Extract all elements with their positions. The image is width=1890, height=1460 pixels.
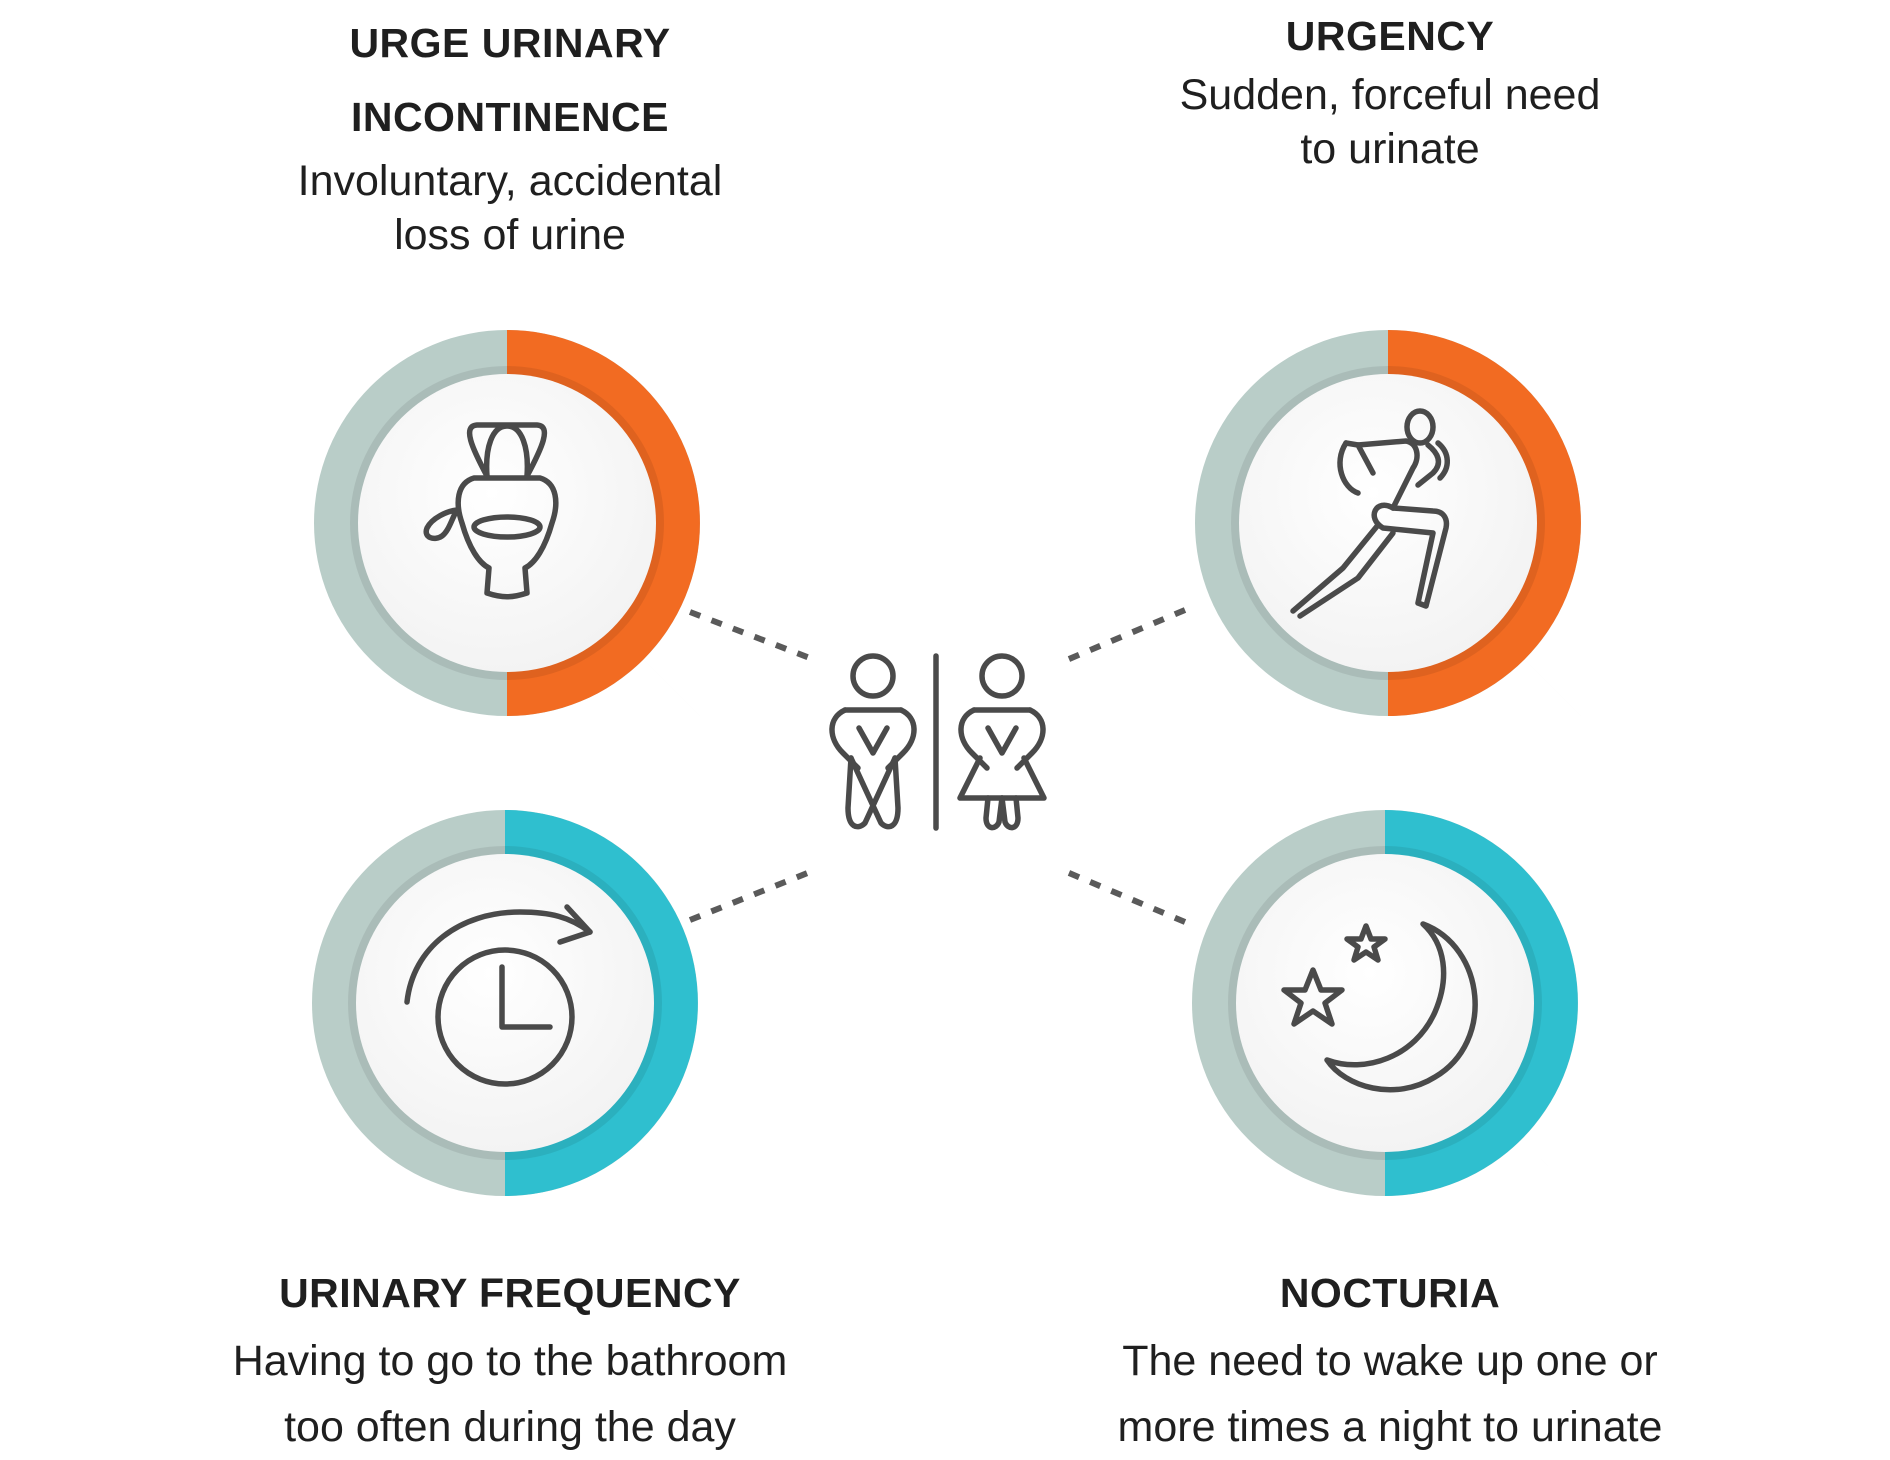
uui-desc-line1: Involuntary, accidental	[297, 157, 723, 205]
uui-title-line1: URGE URINARY	[349, 20, 671, 66]
urge-urinary-incontinence-label: URGE URINARY INCONTINENCE Involuntary, a…	[170, 6, 850, 262]
nocturia-desc-line1: The need to wake up one or	[1122, 1337, 1658, 1385]
urge-urinary-incontinence-face	[358, 374, 656, 672]
frequency-title: URINARY FREQUENCY	[279, 1270, 741, 1316]
nocturia-desc-line2: more times a night to urinate	[1117, 1403, 1663, 1451]
urinary-frequency-badge	[312, 810, 942, 1440]
connector-urgency	[1060, 607, 1187, 665]
urgency-badge	[1195, 330, 1825, 960]
urinary-frequency-face	[356, 854, 654, 1152]
toilet-leak-icon	[423, 422, 559, 600]
urge-urinary-incontinence-badge	[314, 330, 944, 960]
urinary-frequency-label: URINARY FREQUENCY Having to go to the ba…	[130, 1258, 890, 1460]
nocturia-face	[1236, 854, 1534, 1152]
woman-figure	[957, 653, 1047, 831]
connector-uui	[688, 609, 817, 663]
moon-stars-icon	[1281, 921, 1478, 1093]
man-figure	[829, 653, 917, 830]
nocturia-shadow	[1248, 866, 1822, 1440]
urgency-desc-line2: to urinate	[1300, 125, 1480, 174]
connector-frequency	[688, 867, 817, 923]
uui-desc-line2: loss of urine	[394, 211, 626, 260]
nocturia-label: NOCTURIA The need to wake up one or more…	[1030, 1258, 1750, 1460]
nocturia-title: NOCTURIA	[1279, 1270, 1501, 1316]
uui-title-line2: INCONTINENCE	[350, 94, 670, 140]
symptom-badges	[312, 330, 1825, 1440]
restroom-people-icon	[829, 653, 1047, 831]
frequency-desc-line1: Having to go to the bathroom	[232, 1337, 788, 1385]
frequency-desc-line2: too often during the day	[284, 1403, 736, 1451]
urgency-desc-line1: Sudden, forceful need	[1179, 71, 1601, 119]
clock-repeat-icon	[404, 904, 593, 1087]
connector-nocturia	[1060, 867, 1187, 925]
urgency-title: URGENCY	[1285, 13, 1495, 59]
running-person-icon	[1290, 408, 1450, 619]
urgency-face	[1239, 374, 1537, 672]
urgency-label: URGENCY Sudden, forceful need to urinate	[1050, 4, 1730, 176]
nocturia-badge	[1192, 810, 1822, 1440]
